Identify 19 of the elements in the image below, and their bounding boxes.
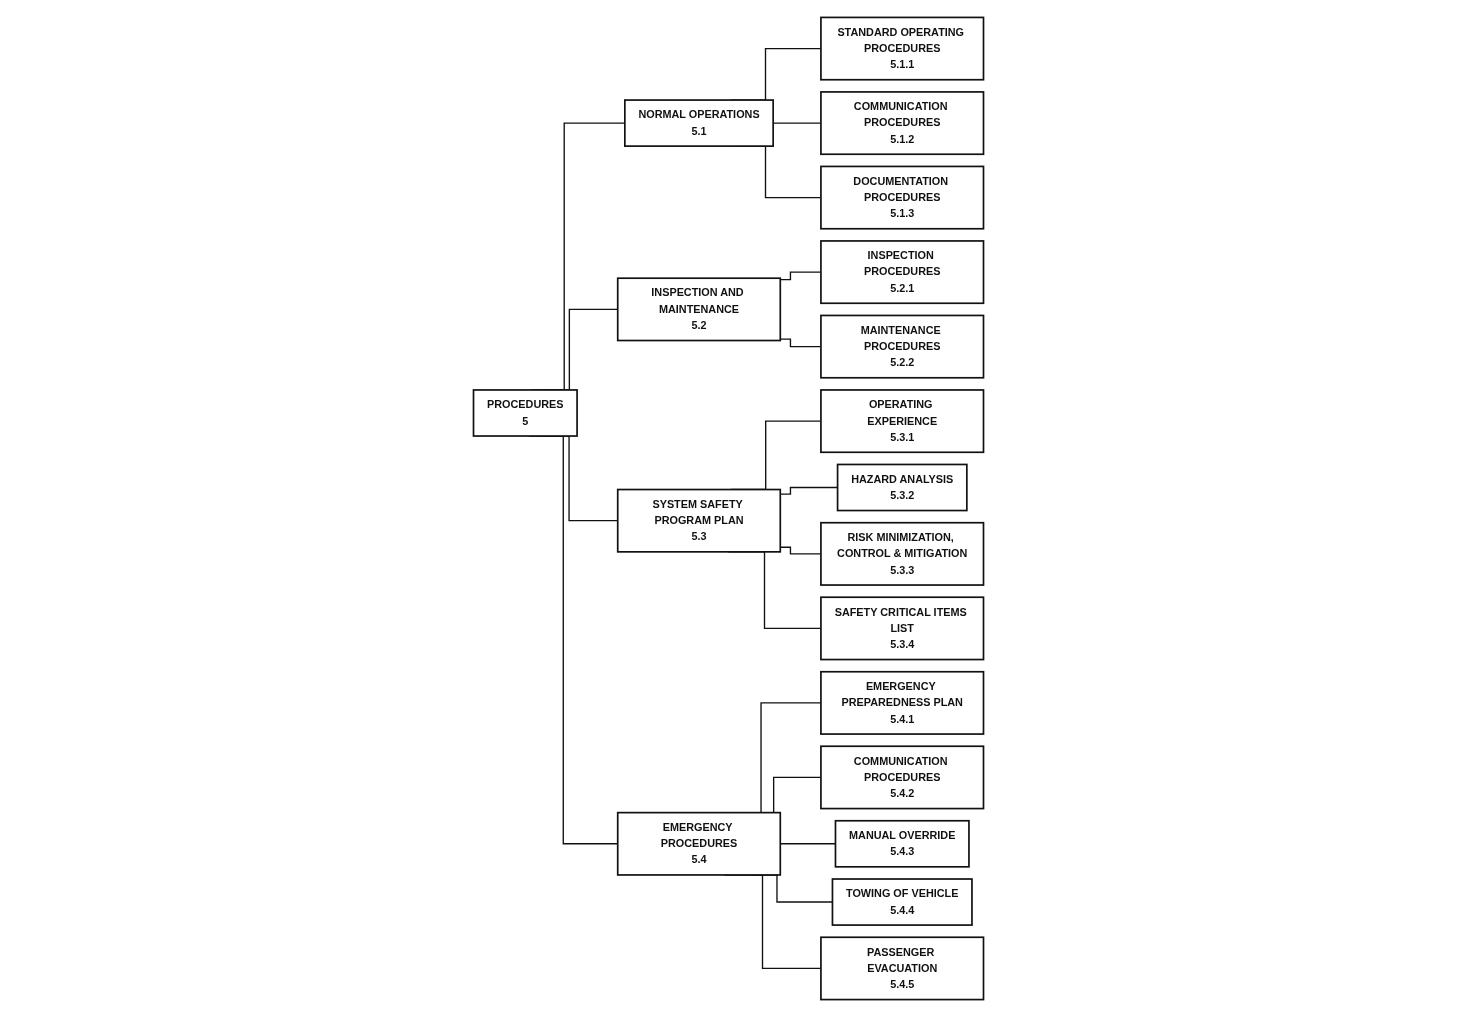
node-box: COMMUNICATION PROCEDURES 5.4.2 — [820, 745, 985, 810]
node-box: SAFETY CRITICAL ITEMS LIST 5.3.4 — [820, 596, 985, 661]
node-box: EMERGENCY PROCEDURES 5.4 — [616, 811, 782, 876]
node-box: OPERATING EXPERIENCE 5.3.1 — [820, 389, 985, 454]
node-box: RISK MINIMIZATION, CONTROL & MITIGATION 5.3.3 — [820, 521, 985, 586]
node-box: INSPECTION PROCEDURES 5.2.1 — [820, 240, 985, 305]
node-box: COMMUNICATION PROCEDURES 5.1.2 — [820, 91, 985, 156]
node-box: TOWING OF VEHICLE 5.4.4 — [831, 878, 973, 926]
node-box: NORMAL OPERATIONS 5.1 — [624, 99, 774, 147]
node-box: HAZARD ANALYSIS 5.3.2 — [836, 463, 968, 512]
node-box: MANUAL OVERRIDE 5.4.3 — [834, 819, 970, 868]
node-box: PROCEDURES 5 — [472, 389, 578, 437]
node-box: INSPECTION AND MAINTENANCE 5.2 — [616, 277, 782, 342]
node-box: EMERGENCY PREPAREDNESS PLAN 5.4.1 — [820, 670, 985, 735]
node-box: SYSTEM SAFETY PROGRAM PLAN 5.3 — [616, 488, 782, 553]
node-box: PASSENGER EVACUATION 5.4.5 — [820, 936, 985, 1001]
node-box: STANDARD OPERATING PROCEDURES 5.1.1 — [820, 16, 985, 81]
node-box: DOCUMENTATION PROCEDURES 5.1.3 — [820, 165, 985, 230]
node-box: MAINTENANCE PROCEDURES 5.2.2 — [820, 314, 985, 379]
